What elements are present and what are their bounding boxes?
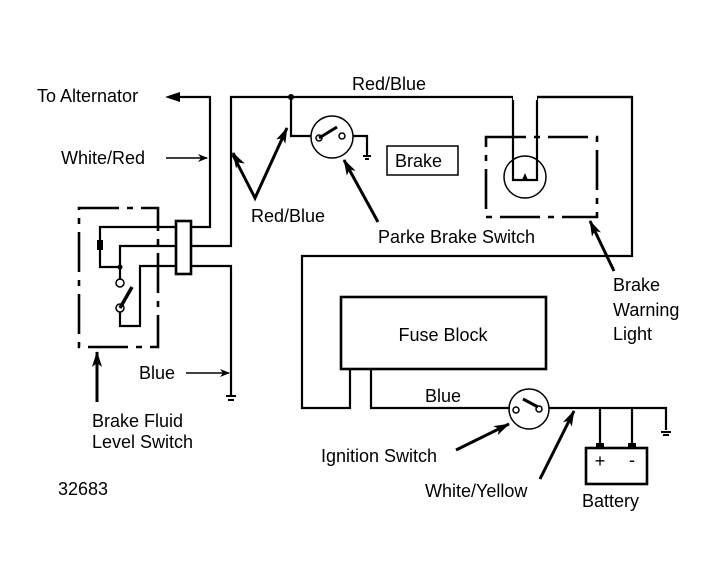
arrow-parking-brake-icon [342, 159, 380, 223]
label-red-blue-mid: Red/Blue [251, 206, 325, 226]
battery-plus-label: + [595, 451, 606, 471]
wire-battery-feed [549, 406, 668, 430]
brake-warning-light [484, 97, 599, 219]
parking-switch-circle [310, 115, 354, 159]
ground-icon-left [226, 395, 236, 401]
label-parke-brake-switch: Parke Brake Switch [378, 227, 535, 247]
ignition-switch [508, 388, 550, 430]
wire-red-blue-loop [191, 95, 634, 410]
parking-brake-switch [288, 94, 371, 160]
arrow-to-alternator-icon [165, 92, 180, 102]
ground-icon-battery [661, 431, 671, 436]
wire-blue-ground [191, 264, 233, 396]
parking-switch-contact-b [338, 132, 346, 140]
warning-light-housing [484, 135, 599, 219]
fluid-switch-junction [117, 264, 123, 270]
parking-switch-contact-a [315, 134, 323, 142]
battery-body [584, 446, 649, 486]
fluid-switch-housing [77, 206, 160, 349]
label-brake: Brake [395, 151, 442, 171]
wire-to-alternator [180, 95, 212, 229]
label-to-alternator: To Alternator [37, 86, 138, 106]
parking-switch-ground-wire [353, 134, 369, 155]
arrow-warning-light-icon [588, 220, 616, 272]
connector-block [174, 219, 193, 276]
parking-switch-lever [318, 125, 338, 140]
wire-blue-bottom [369, 370, 510, 410]
label-brake-warning-3: Light [613, 324, 652, 344]
label-ignition-switch: Ignition Switch [321, 446, 437, 466]
bulb-icon [503, 155, 547, 199]
label-brake-warning-1: Brake [613, 275, 660, 295]
fluid-switch-resistor [97, 240, 103, 250]
fuse-block [339, 295, 548, 371]
arrow-white-yellow-icon [538, 410, 576, 480]
label-brake-fluid-2: Level Switch [92, 432, 193, 452]
label-brake-fluid-1: Brake Fluid [92, 411, 183, 431]
label-white-red: White/Red [61, 148, 145, 168]
arrow-red-blue-icon [231, 127, 289, 202]
label-battery: Battery [582, 491, 639, 511]
ignition-switch-circle [508, 388, 550, 430]
bulb-filament-wire [511, 97, 539, 182]
ground-icon-parking [363, 155, 371, 160]
bulb-filament [522, 173, 528, 180]
label-fuse-block: Fuse Block [398, 325, 488, 345]
brake-fluid-level-switch [77, 206, 176, 349]
fluid-switch-wire-2 [118, 244, 176, 280]
ignition-contact-a [512, 406, 520, 414]
label-white-yellow: White/Yellow [425, 481, 528, 501]
label-brake-warning-2: Warning [613, 300, 679, 320]
label-blue-left: Blue [139, 363, 175, 383]
battery: + - [584, 408, 649, 486]
fluid-switch-wire-3 [118, 264, 176, 328]
figure-code: 32683 [58, 479, 108, 499]
fluid-switch-lever [118, 286, 134, 309]
label-blue-bottom: Blue [425, 386, 461, 406]
ignition-contact-b [535, 405, 543, 413]
brake-indicator-box [386, 145, 459, 176]
battery-plus-terminal [596, 443, 604, 448]
label-red-blue-top: Red/Blue [352, 74, 426, 94]
arrow-red-blue-left-icon [231, 152, 245, 169]
parking-switch-feed [289, 97, 311, 138]
fluid-switch-contact-top [115, 278, 125, 288]
battery-minus-label: - [629, 450, 635, 470]
arrow-ignition-icon [455, 422, 510, 452]
ignition-lever [522, 397, 539, 409]
battery-minus-terminal [628, 443, 636, 448]
wire-gap [513, 94, 537, 100]
